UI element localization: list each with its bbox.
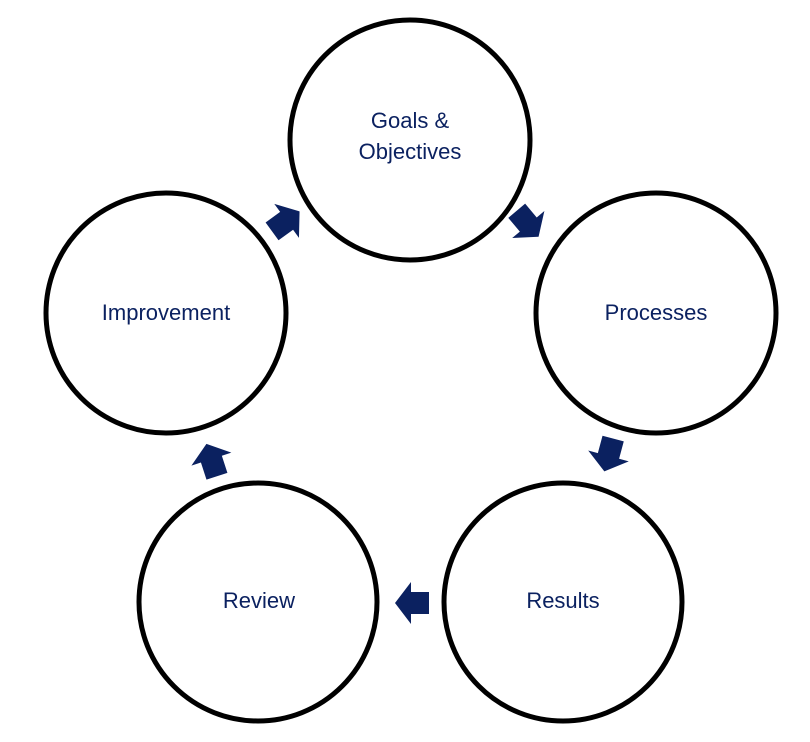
node-goals: Goals & Objectives [287, 17, 533, 263]
node-processes-circle [533, 190, 779, 436]
node-results-circle [441, 480, 685, 724]
arrow-improvement-to-goals-icon [265, 203, 300, 241]
node-processes-label: Processes [605, 300, 708, 325]
node-improvement: Improvement [43, 190, 289, 436]
node-improvement-circle [43, 190, 289, 436]
node-goals-label-line2: Objectives [359, 139, 462, 164]
node-results-label: Results [526, 588, 599, 613]
node-review-circle [136, 480, 380, 724]
arrow-results-to-review-icon [395, 582, 429, 624]
node-goals-circle [287, 17, 533, 263]
node-goals-label-line1: Goals & [371, 108, 450, 133]
node-improvement-label: Improvement [102, 300, 230, 325]
arrow-goals-to-processes-icon [508, 203, 545, 239]
node-review-label: Review [223, 588, 295, 613]
node-review: Review [136, 480, 380, 724]
arrow-review-to-improvement-icon [191, 443, 232, 480]
arrow-processes-to-results-icon [588, 435, 629, 472]
node-results: Results [441, 480, 685, 724]
node-processes: Processes [533, 190, 779, 436]
